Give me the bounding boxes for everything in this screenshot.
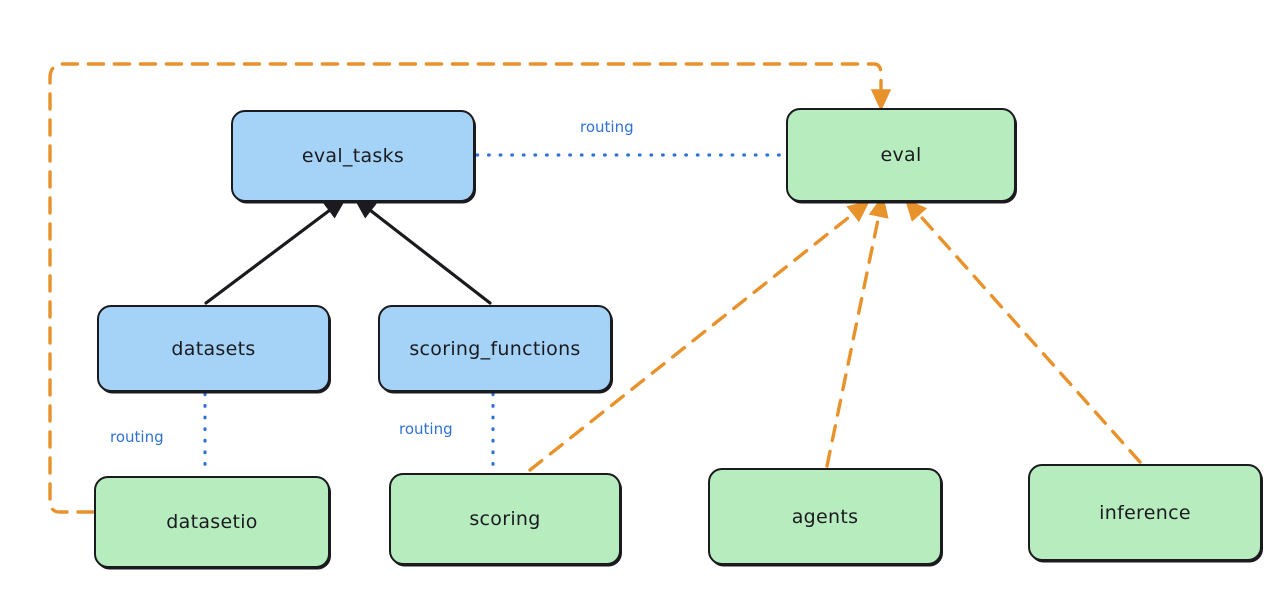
edge-label-routing-datasets-datasetio: routing — [110, 428, 164, 446]
edge-label-routing-eval-tasks-eval: routing — [580, 118, 634, 136]
edge-datasets-to-eval-tasks — [204, 197, 347, 305]
node-label: datasetio — [166, 511, 258, 533]
node-label: datasets — [171, 337, 256, 360]
edge-label-routing-scoring-functions-scoring: routing — [399, 420, 453, 438]
node-eval-tasks[interactable]: eval_tasks — [231, 110, 475, 202]
node-scoring[interactable]: scoring — [389, 473, 621, 565]
node-datasets[interactable]: datasets — [97, 305, 330, 392]
node-datasetio[interactable]: datasetio — [94, 476, 330, 568]
node-label: scoring_functions — [409, 337, 581, 360]
node-label: eval_tasks — [301, 145, 405, 167]
node-eval[interactable]: eval — [786, 108, 1016, 202]
edge-agents-to-eval — [825, 195, 889, 468]
edge-inference-to-eval — [904, 198, 1142, 464]
node-inference[interactable]: inference — [1028, 464, 1262, 561]
node-label: scoring — [469, 508, 541, 530]
node-scoring-functions[interactable]: scoring_functions — [378, 305, 612, 392]
node-label: inference — [1099, 501, 1191, 524]
edge-datasetio-to-eval — [48, 62, 892, 514]
node-label: eval — [880, 144, 922, 166]
node-agents[interactable]: agents — [708, 468, 942, 565]
edge-scoring-functions-to-eval-tasks — [353, 197, 492, 305]
node-label: agents — [791, 505, 859, 528]
edge-scoring-to-eval — [528, 200, 870, 472]
